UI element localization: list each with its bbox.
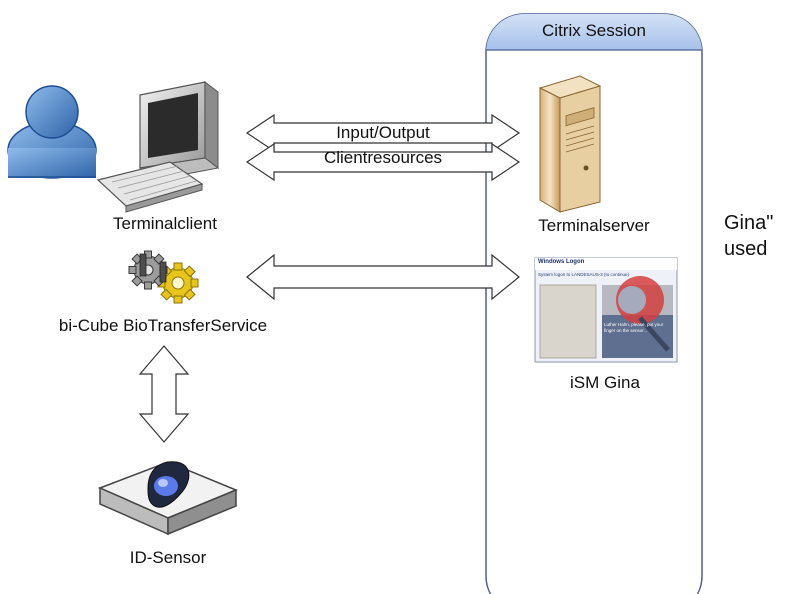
service-label: bi-Cube BioTransferService — [58, 316, 268, 335]
gina-window-subtitle: System logon to LANDESAUS-3 (to continue… — [538, 272, 630, 277]
side-note-line1: Gina" — [724, 212, 774, 234]
gina-logon-screenshot — [534, 257, 678, 363]
gears-icon — [128, 250, 199, 304]
user-icon — [7, 85, 97, 179]
arrow-service-gina — [246, 253, 520, 301]
terminalserver-label: Terminalserver — [538, 216, 650, 235]
gina-label: iSM Gina — [570, 373, 640, 392]
sensor-label: ID-Sensor — [129, 548, 207, 567]
gina-window-title: Windows Logon — [538, 259, 585, 265]
session-title: Citrix Session — [542, 21, 646, 40]
server-icon — [538, 75, 602, 213]
clientresources-label: Clientresources — [323, 148, 443, 167]
arrow-sensor-service — [138, 345, 190, 443]
terminalclient-label: Terminalclient — [113, 214, 217, 233]
side-note-line2: used — [724, 238, 768, 260]
arrow-clientresources — [245, 142, 521, 182]
gina-window-hint: Luther Hahn, please, put your finger on … — [604, 322, 664, 333]
side-note: Gina" used — [724, 210, 773, 262]
fingerprint-sensor-icon — [98, 461, 238, 536]
computer-icon — [96, 80, 220, 213]
io-label: Input/Output — [336, 123, 430, 142]
